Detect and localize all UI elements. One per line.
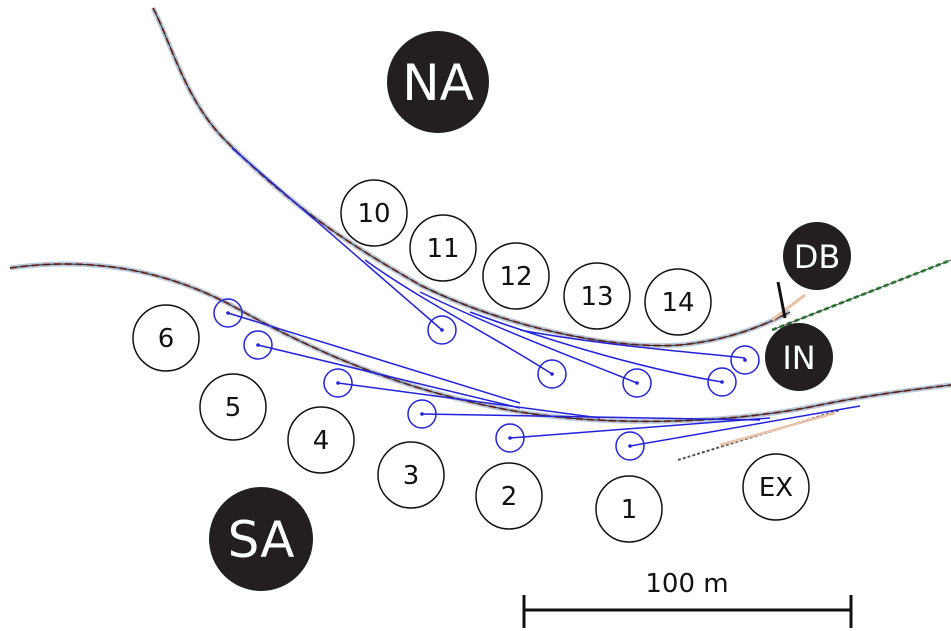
svg-text:10: 10 — [357, 199, 390, 229]
svg-text:IN: IN — [782, 339, 815, 377]
end-station-5 — [243, 330, 273, 360]
station-label-5: 5 — [199, 373, 267, 441]
station-label-2: 2 — [475, 462, 543, 530]
branch-line-11 — [364, 259, 553, 375]
station-label-6: 6 — [132, 304, 200, 372]
station-label-11: 11 — [409, 214, 477, 282]
branch-line-4 — [337, 382, 601, 419]
end-station-12 — [622, 368, 652, 398]
end-station-1 — [615, 431, 645, 461]
svg-text:2: 2 — [501, 482, 518, 512]
scale-bar-label: 100 m — [645, 569, 728, 599]
svg-text:4: 4 — [313, 426, 330, 456]
svg-text:NA: NA — [402, 54, 474, 112]
extraction-track — [677, 409, 841, 461]
svg-text:6: 6 — [158, 324, 175, 354]
branch-line-10 — [231, 147, 443, 331]
station-label-1: 1 — [595, 475, 663, 543]
end-station-2 — [495, 423, 525, 453]
svg-text:SA: SA — [228, 511, 295, 569]
station-label-3: 3 — [377, 441, 445, 509]
branch-line-1 — [629, 405, 861, 447]
station-label-13: 13 — [563, 262, 631, 330]
svg-text:DB: DB — [794, 238, 841, 276]
branch-lines — [227, 147, 861, 447]
svg-text:14: 14 — [661, 288, 694, 318]
svg-text:1: 1 — [621, 495, 638, 525]
station-label-ex: EX — [742, 453, 810, 521]
svg-text:EX: EX — [759, 473, 793, 503]
north-track — [150, 6, 792, 349]
branch-line-12 — [419, 291, 638, 384]
end-station-11 — [537, 359, 567, 389]
branch-line-6 — [227, 312, 521, 404]
station-label-10: 10 — [340, 179, 408, 247]
scale-bar: 100 m — [522, 569, 853, 628]
branch-line-14 — [519, 329, 746, 359]
end-station-10 — [427, 315, 457, 345]
svg-text:3: 3 — [403, 461, 420, 491]
branch-line-2 — [509, 417, 771, 439]
svg-text:5: 5 — [225, 393, 242, 423]
station-label-14: 14 — [644, 268, 712, 336]
hall-label-sa: SA — [209, 487, 313, 591]
hall-label-in: IN — [765, 323, 833, 391]
svg-text:11: 11 — [426, 234, 459, 264]
south-track — [9, 261, 951, 424]
station-label-4: 4 — [287, 406, 355, 474]
end-station-dots — [226, 311, 747, 448]
hall-label-na: NA — [387, 31, 489, 133]
svg-text:13: 13 — [580, 282, 613, 312]
db-pointer-line — [776, 281, 787, 319]
station-label-12: 12 — [482, 242, 550, 310]
svg-text:12: 12 — [499, 262, 532, 292]
branch-line-5 — [257, 344, 521, 409]
end-stations — [213, 298, 760, 461]
injection-track — [771, 258, 951, 332]
end-station-14 — [730, 345, 760, 375]
hall-label-db: DB — [783, 222, 851, 290]
branch-line-3 — [421, 413, 761, 421]
branch-line-13 — [469, 311, 723, 383]
end-station-4 — [323, 368, 353, 398]
end-station-3 — [407, 399, 437, 429]
end-station-6 — [213, 298, 243, 328]
end-station-13 — [707, 367, 737, 397]
